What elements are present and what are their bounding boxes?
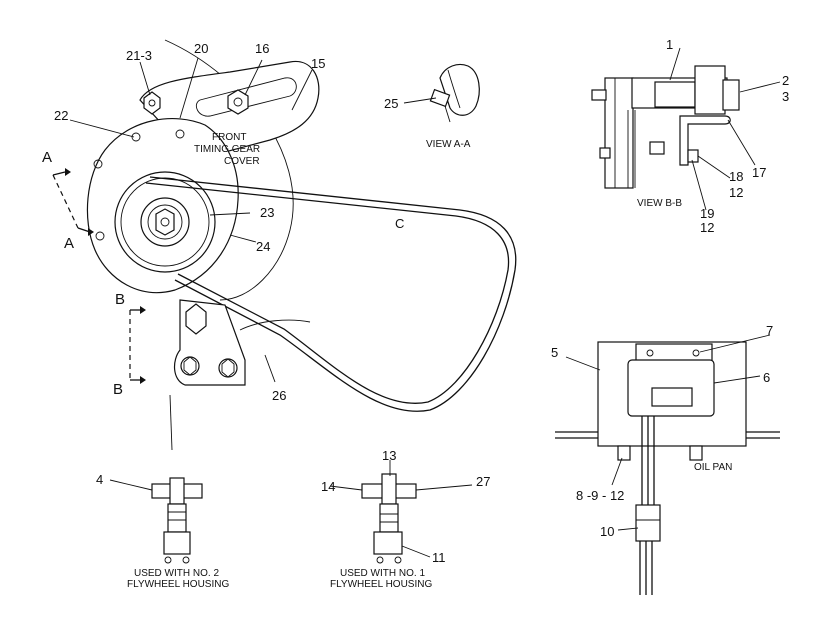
callout-18-qty: 12 [729,185,743,200]
used-no2-line2: FLYWHEEL HOUSING [127,579,229,590]
view-bb-detail [591,47,781,211]
view-aa-caption: VIEW A-A [426,139,471,150]
captions: FRONT TIMING GEAR COVER VIEW A-A VIEW B-… [127,132,732,590]
section-a-bottom: A [64,235,74,252]
callout-18: 18 [729,169,743,184]
bolt-21 [143,91,161,115]
tee-fitting-no2 [109,477,203,564]
callout-19: 19 [700,206,714,221]
pulley-nut [155,208,175,236]
callout-19-qty: 12 [700,220,714,235]
section-b-top: B [115,291,125,308]
belt-label-c: C [395,216,404,231]
callout-23: 23 [260,205,274,220]
drive-belt-c [149,176,517,412]
callout-22: 22 [54,108,68,123]
used-no2-line1: USED WITH NO. 2 [134,568,219,579]
callout-16: 16 [255,41,269,56]
callout-4: 4 [96,472,103,487]
tee-fitting-no1 [329,460,473,564]
callout-21-3: 21-3 [126,48,152,63]
bolt-16 [227,89,249,115]
view-aa-detail [403,63,480,123]
section-markers [52,168,146,384]
callout-5: 5 [551,345,558,360]
callout-25: 25 [384,96,398,111]
callout-24: 24 [256,239,270,254]
callout-11: 11 [432,550,446,565]
section-a-top: A [42,149,52,166]
callout-1: 1 [666,37,673,52]
callout-20: 20 [194,41,208,56]
callout-10: 10 [600,524,614,539]
callout-14: 14 [321,479,335,494]
callout-27: 27 [476,474,490,489]
callout-6: 6 [763,370,770,385]
used-no1-line1: USED WITH NO. 1 [340,568,425,579]
callout-7: 7 [766,323,773,338]
main-leaders [69,57,313,383]
callout-3: 3 [782,89,789,104]
callout-26: 26 [272,388,286,403]
section-b-bottom: B [113,381,123,398]
callout-2: 2 [782,73,789,88]
section-letters: A A B B [42,149,125,398]
alternator-assembly [86,39,517,451]
callout-13: 13 [382,448,396,463]
oil-pan-module [555,334,780,595]
oil-pan-caption: OIL PAN [694,462,732,473]
view-bb-caption: VIEW B-B [637,198,682,209]
callout-17: 17 [752,165,766,180]
front-cover-line1: FRONT [212,132,246,143]
callout-8-9-12: 8 -9 - 12 [576,488,624,503]
callout-labels: 1 2 3 4 5 6 7 8 -9 - 12 10 11 13 14 15 1… [54,37,789,565]
front-cover-line2: TIMING GEAR [194,144,260,155]
used-no1-line2: FLYWHEEL HOUSING [330,579,432,590]
callout-15: 15 [311,56,325,71]
front-cover-line3: COVER [224,156,260,167]
